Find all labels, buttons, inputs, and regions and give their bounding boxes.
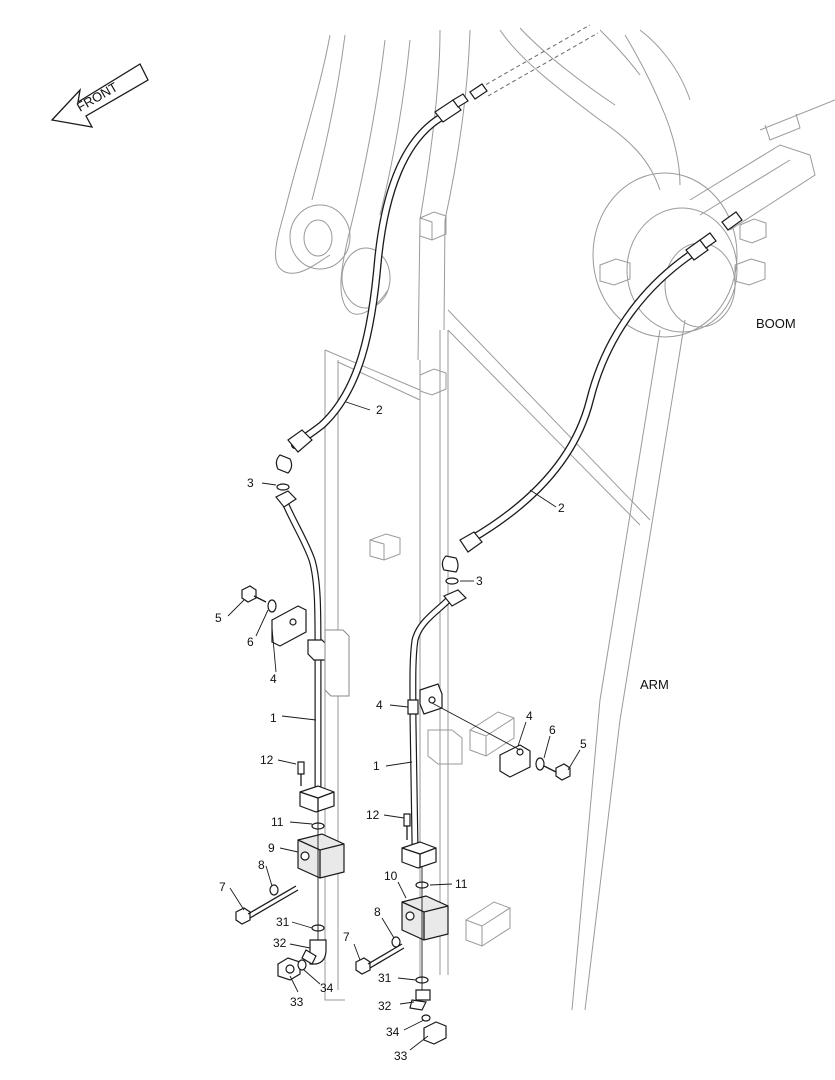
callout-labels: 2 2 3 3 5 6 4 1 12 11 9 8 7 31 32 33 34 … [215, 403, 587, 1063]
callout-hose-left: 2 [376, 403, 383, 417]
callout-oring-left-11: 11 [271, 815, 284, 829]
callout-cap-left-33: 33 [290, 995, 304, 1009]
callout-oring-right-34: 34 [386, 1025, 400, 1039]
callout-pipe-right-1: 1 [373, 759, 380, 773]
hose-left [275, 83, 488, 474]
callout-bolt-left-12: 12 [260, 753, 274, 767]
boom-arm-structure [275, 24, 835, 1011]
callout-block-left-9: 9 [268, 841, 275, 855]
callout-washer-right-8: 8 [374, 905, 381, 919]
callout-bolt-right-7: 7 [343, 930, 350, 944]
callout-oring-right-11: 11 [455, 877, 468, 891]
callout-pipe-left-1: 1 [270, 711, 277, 725]
callout-clamp-right-4a: 4 [376, 698, 383, 712]
callout-oring-left-3: 3 [247, 476, 254, 490]
callout-fitting-right-32: 32 [378, 999, 392, 1013]
callout-clamp-left-4: 4 [270, 672, 277, 686]
front-arrow-icon [50, 63, 149, 128]
callout-oring-right-3: 3 [476, 574, 483, 588]
arm-label: ARM [640, 677, 669, 692]
callout-oring-left-31: 31 [276, 915, 290, 929]
callout-washer-right-6: 6 [549, 723, 556, 737]
callout-washer-left-8: 8 [258, 858, 265, 872]
callout-block-right-10: 10 [384, 869, 398, 883]
callout-fitting-left-32: 32 [273, 936, 287, 950]
callout-washer-left-6: 6 [247, 635, 254, 649]
callout-cap-right-33: 33 [394, 1049, 408, 1063]
callout-bolt-right-5: 5 [580, 737, 587, 751]
callout-clamp-right-4b: 4 [526, 709, 533, 723]
callout-oring-right-31: 31 [378, 971, 392, 985]
pipe-assembly-right [355, 577, 571, 1045]
callout-bolt-right-12: 12 [366, 808, 380, 822]
hose-right [441, 211, 743, 573]
front-direction-arrow: FRONT [50, 63, 149, 128]
callout-hose-right: 2 [558, 501, 565, 515]
pipe-assembly-left [235, 483, 350, 981]
boom-label: BOOM [756, 316, 796, 331]
callout-leaders [227, 401, 581, 1051]
callout-bolt-left-5: 5 [215, 611, 222, 625]
callout-bolt-left-7: 7 [219, 880, 226, 894]
callout-oring-left-34: 34 [320, 981, 334, 995]
